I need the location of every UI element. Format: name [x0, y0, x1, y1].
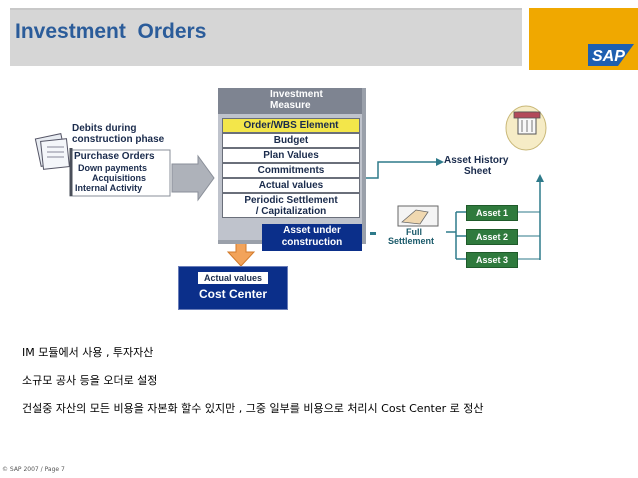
investment-measure-title-1: Investment [270, 89, 323, 100]
bullet-3: 건설중 자산의 모든 비용을 자본화 할수 있지만 , 그중 일부를 비용으로 … [22, 402, 484, 415]
im-row-actual-values: Actual values [222, 178, 360, 193]
periodic-settlement-line-1: Periodic Settlement [244, 195, 338, 206]
im-row-budget: Budget [222, 133, 360, 148]
title-bar [10, 8, 522, 66]
history-sheet-icon [505, 105, 547, 151]
full-settlement-line-1: Full [406, 227, 422, 237]
asset-1-box: Asset 1 [466, 205, 518, 221]
debits-title-1: Debits during [72, 123, 137, 134]
sap-logo-text: SAP [592, 48, 625, 65]
asset-history-title-1: Asset History [444, 155, 509, 166]
cost-center-box: Actual values Cost Center [178, 266, 288, 310]
asset-2-box: Asset 2 [466, 229, 518, 245]
cc-actual-values: Actual values [198, 272, 268, 284]
bullet-2: 소규모 공사 등을 오더로 설정 [22, 374, 158, 387]
page-footer: © SAP 2007 / Page 7 [2, 466, 65, 473]
im-row-plan-values: Plan Values [222, 148, 360, 163]
sap-logo: SAP [588, 44, 634, 66]
down-payments-label: Down payments [78, 163, 148, 173]
documents-icon [34, 133, 70, 170]
purchase-orders-label: Purchase Orders [74, 151, 155, 162]
auc-line-2: construction [281, 237, 343, 248]
cc-title: Cost Center [198, 287, 267, 301]
auc-line-1: Asset under [283, 225, 341, 236]
im-row-order-wbs: Order/WBS Element [222, 118, 360, 133]
full-settlement-line-2: Settlement [388, 236, 435, 246]
history-connector [364, 161, 436, 179]
debits-title-2: construction phase [72, 134, 165, 145]
slide-title: Investment Orders [15, 20, 207, 43]
investment-measure-title-2: Measure [270, 100, 311, 111]
settlement-hand-icon [397, 205, 439, 227]
periodic-settlement-line-2: / Capitalization [255, 206, 327, 217]
asset-under-construction-box: Asset under construction [262, 224, 362, 251]
bullet-1: IM 모듈에서 사용 , 투자자산 [22, 346, 154, 359]
acquisitions-label: Acquisitions [92, 173, 147, 183]
investment-measure-header [218, 88, 362, 114]
internal-activity-label: Internal Activity [75, 183, 143, 193]
im-row-commitments: Commitments [222, 163, 360, 178]
im-row-periodic-settlement: Periodic Settlement / Capitalization [222, 193, 360, 218]
input-arrow-icon [171, 154, 215, 202]
asset-history-title-2: Sheet [464, 166, 492, 177]
asset-3-box: Asset 3 [466, 252, 518, 268]
settlement-dash [370, 232, 376, 235]
